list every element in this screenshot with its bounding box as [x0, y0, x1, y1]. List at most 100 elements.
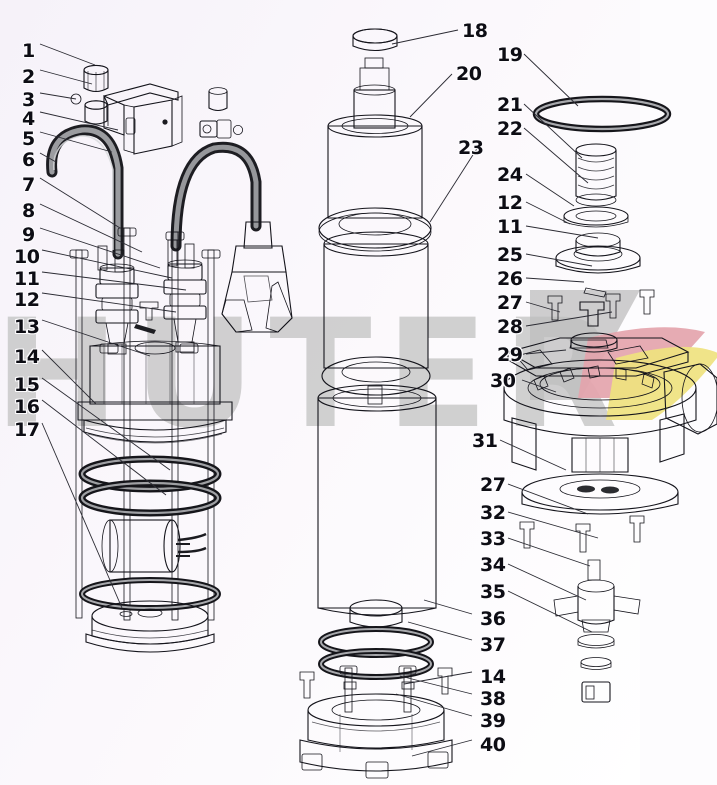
callout-number: 18 [462, 20, 488, 42]
callout-number: 27 [497, 292, 523, 314]
part-bolts-32 [519, 515, 645, 553]
part-spring-21-22 [575, 143, 617, 207]
part-stator-assembly [69, 227, 233, 621]
leader-line [41, 292, 177, 313]
leader-line [39, 92, 77, 100]
callout-number: 31 [472, 430, 498, 452]
callout-number: 16 [14, 396, 40, 418]
callout-number: 11 [497, 216, 523, 238]
callout-number: 20 [456, 63, 482, 85]
callout-number: 7 [22, 174, 35, 196]
leader-line [525, 253, 593, 267]
leader-line [39, 131, 113, 153]
leader-line [507, 511, 599, 539]
leader-line [41, 399, 167, 496]
leader-line [41, 319, 151, 357]
leader-line [507, 563, 587, 601]
callout-number: 28 [497, 316, 523, 338]
leader-line [41, 377, 171, 471]
part-seal-washer-24 [563, 206, 629, 228]
part-screw-12 [139, 301, 159, 321]
callout-number: 6 [22, 149, 35, 171]
part-oring-19 [532, 95, 672, 133]
part-oring-37 [318, 626, 434, 658]
callout-number: 29 [497, 344, 523, 366]
callout-number: 35 [480, 581, 506, 603]
leader-line [39, 43, 96, 66]
part-bearing-lower [321, 356, 431, 396]
leader-line [507, 590, 593, 633]
callout-number: 32 [480, 502, 506, 524]
leader-line [39, 227, 161, 269]
leader-line [39, 177, 121, 229]
part-mech-seal-12-11 [555, 232, 641, 274]
part-power-cable-6 [46, 124, 124, 260]
leader-line [523, 53, 579, 107]
callout-number: 15 [14, 374, 40, 396]
part-impeller-hub-34 [553, 579, 641, 633]
leader-line [523, 103, 583, 159]
callout-number: 1 [22, 40, 35, 62]
part-oring-38 [318, 648, 434, 680]
leader-line [525, 311, 613, 327]
leader-line [523, 127, 589, 184]
callout-number: 4 [22, 108, 35, 130]
part-base-plate-31 [521, 473, 679, 515]
part-capacitor-16 [101, 519, 207, 573]
leader-line [525, 349, 567, 355]
part-ball-3 [70, 93, 82, 105]
leader-line [41, 249, 173, 279]
callout-number: 10 [14, 246, 40, 268]
leader-line [423, 599, 473, 615]
part-nut-35c [581, 681, 611, 703]
leader-line [521, 379, 557, 393]
leader-line [407, 621, 473, 641]
callout-number: 39 [480, 710, 506, 732]
part-stator-core-13 [89, 340, 221, 405]
callout-number: 30 [490, 370, 516, 392]
callout-number: 24 [497, 164, 523, 186]
leader-line [41, 271, 187, 291]
callout-number: 38 [480, 688, 506, 710]
part-connector-10 [199, 119, 243, 139]
callout-number: 3 [22, 89, 35, 111]
callout-number: 40 [480, 734, 506, 756]
callout-number: 22 [497, 118, 523, 140]
callout-number: 21 [497, 94, 523, 116]
part-rotor-shaft-20 [317, 57, 437, 616]
leader-line [409, 73, 453, 118]
callout-number: 34 [480, 554, 506, 576]
callout-number: 13 [14, 316, 40, 338]
callout-number: 19 [497, 44, 523, 66]
callout-number: 37 [480, 634, 506, 656]
leader-line [399, 675, 473, 695]
part-handle-bracket-4-5 [103, 83, 183, 155]
leader-line [525, 225, 599, 239]
part-screw-26 [579, 301, 605, 327]
leader-line [41, 349, 97, 405]
part-cable-gland-left [95, 245, 139, 355]
callout-number: 33 [480, 528, 506, 550]
part-tie-rods-14 [69, 227, 221, 621]
leader-line [429, 146, 479, 223]
callout-number: 2 [22, 66, 35, 88]
leader-line [525, 277, 585, 283]
part-oring-lower [79, 577, 221, 611]
callout-number: 12 [14, 289, 40, 311]
callout-number: 23 [458, 137, 484, 159]
part-collar-2 [84, 100, 108, 125]
leader-line [391, 29, 459, 45]
part-flange-15 [77, 401, 233, 444]
leader-line [411, 739, 473, 757]
callout-number: 9 [22, 224, 35, 246]
leader-line [525, 201, 571, 225]
part-float-switch-assembly [170, 141, 293, 333]
part-oring-upper [78, 455, 222, 493]
callout-number: 12 [497, 192, 523, 214]
callout-number: 17 [14, 419, 40, 441]
part-screws-28 [547, 289, 655, 321]
part-bushing-1 [83, 64, 109, 93]
leader-line [395, 693, 473, 717]
